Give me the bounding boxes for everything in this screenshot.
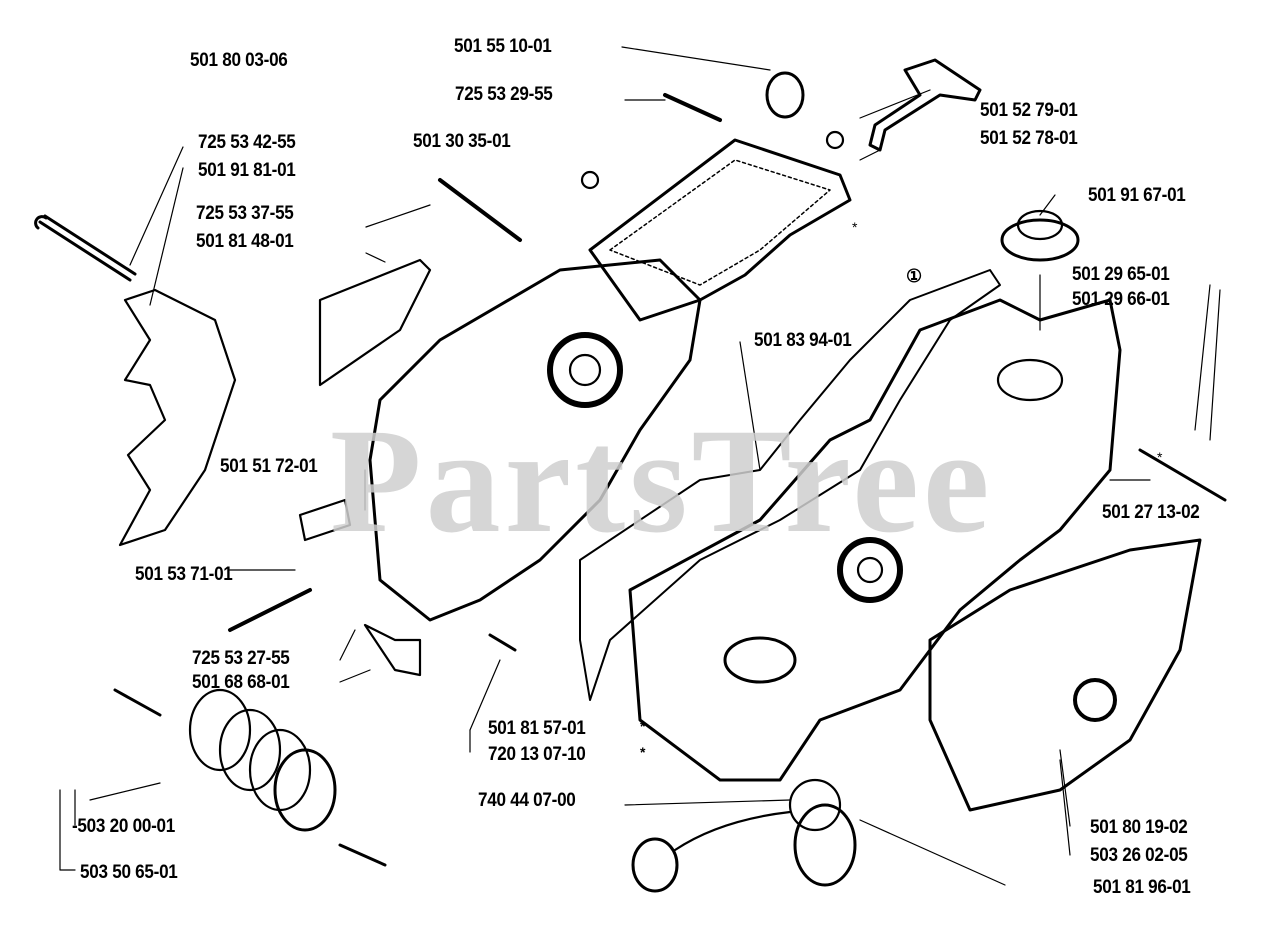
part-label[interactable]: 501 81 96-01 — [1093, 877, 1191, 898]
part-label[interactable]: 740 44 07-00 — [478, 790, 576, 811]
gasket — [579, 269, 1001, 701]
grommet — [765, 71, 805, 119]
asterisk-marker: * — [640, 718, 646, 734]
part-label[interactable]: 501 83 94-01 — [754, 330, 852, 351]
av-buffer — [188, 688, 337, 832]
top-housing — [588, 138, 852, 322]
part-label[interactable]: 725 53 42-55 — [198, 132, 296, 153]
bolt-left — [34, 214, 137, 282]
part-label[interactable]: 501 29 66-01 — [1072, 289, 1170, 310]
pin — [488, 633, 517, 652]
part-label[interactable]: 501 91 81-01 — [198, 160, 296, 181]
oil-filler — [723, 636, 797, 684]
part-label[interactable]: 501 52 78-01 — [980, 128, 1078, 149]
circled-one-marker: ① — [906, 266, 922, 286]
asterisk-marker: * — [1157, 449, 1163, 465]
part-label[interactable]: 725 53 37-55 — [196, 203, 294, 224]
part-label[interactable]: -503 20 00-01 — [72, 816, 175, 837]
part-label[interactable]: 501 80 19-02 — [1090, 817, 1188, 838]
crankcase-right — [628, 298, 1122, 782]
oil-cap — [631, 837, 679, 893]
cylinder-bore — [996, 358, 1064, 402]
asterisk-marker: * — [640, 744, 646, 760]
clutch-cover — [928, 538, 1202, 812]
part-label[interactable]: 503 50 65-01 — [80, 862, 178, 883]
part-label[interactable]: 501 91 67-01 — [1088, 185, 1186, 206]
part-label[interactable]: 501 80 03-06 — [190, 50, 288, 71]
handle-bracket — [868, 58, 982, 152]
part-label[interactable]: 501 29 65-01 — [1072, 264, 1170, 285]
bolt-right — [1138, 448, 1227, 502]
part-label[interactable]: 720 13 07-10 — [488, 744, 586, 765]
stop-bracket — [363, 623, 422, 677]
crankcase-left — [368, 258, 702, 622]
part-label[interactable]: 501 81 57-01 — [488, 718, 586, 739]
bar-plate — [318, 258, 432, 387]
screw-long — [228, 588, 312, 632]
part-label[interactable]: 501 52 79-01 — [980, 100, 1078, 121]
part-label[interactable]: 501 30 35-01 — [413, 131, 511, 152]
bolt-mid — [438, 178, 522, 242]
part-label[interactable]: 725 53 27-55 — [192, 648, 290, 669]
chain-guard-plate — [118, 288, 237, 547]
part-label[interactable]: 501 27 13-02 — [1102, 502, 1200, 523]
part-label[interactable]: 501 68 68-01 — [192, 672, 290, 693]
part-label[interactable]: 503 26 02-05 — [1090, 845, 1188, 866]
bearing-right — [837, 537, 903, 603]
fuel-cap — [1000, 218, 1080, 262]
bolt-top — [663, 93, 722, 122]
part-label[interactable]: 725 53 29-55 — [455, 84, 553, 105]
asterisk-marker: * — [852, 219, 858, 235]
bracket-small — [298, 498, 352, 542]
part-label[interactable]: 501 55 10-01 — [454, 36, 552, 57]
part-label[interactable]: 501 51 72-01 — [220, 456, 318, 477]
part-label[interactable]: 501 53 71-01 — [135, 564, 233, 585]
bearing-left — [547, 332, 623, 408]
part-label[interactable]: 501 81 48-01 — [196, 231, 294, 252]
